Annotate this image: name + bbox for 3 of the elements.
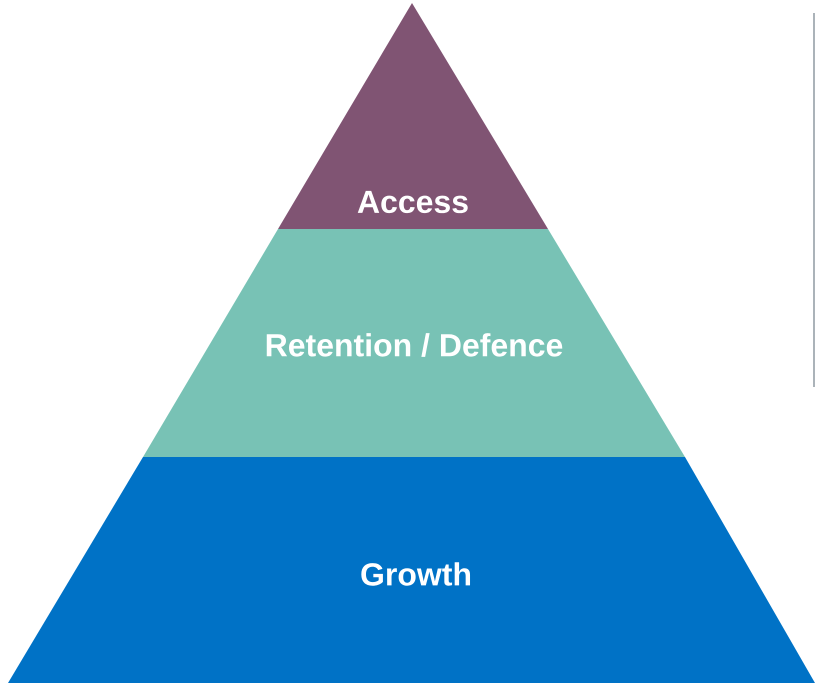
pyramid-band: Access (278, 3, 548, 229)
pyramid-band: Growth (8, 457, 815, 683)
pyramid-band: Retention / Defence (143, 229, 685, 457)
